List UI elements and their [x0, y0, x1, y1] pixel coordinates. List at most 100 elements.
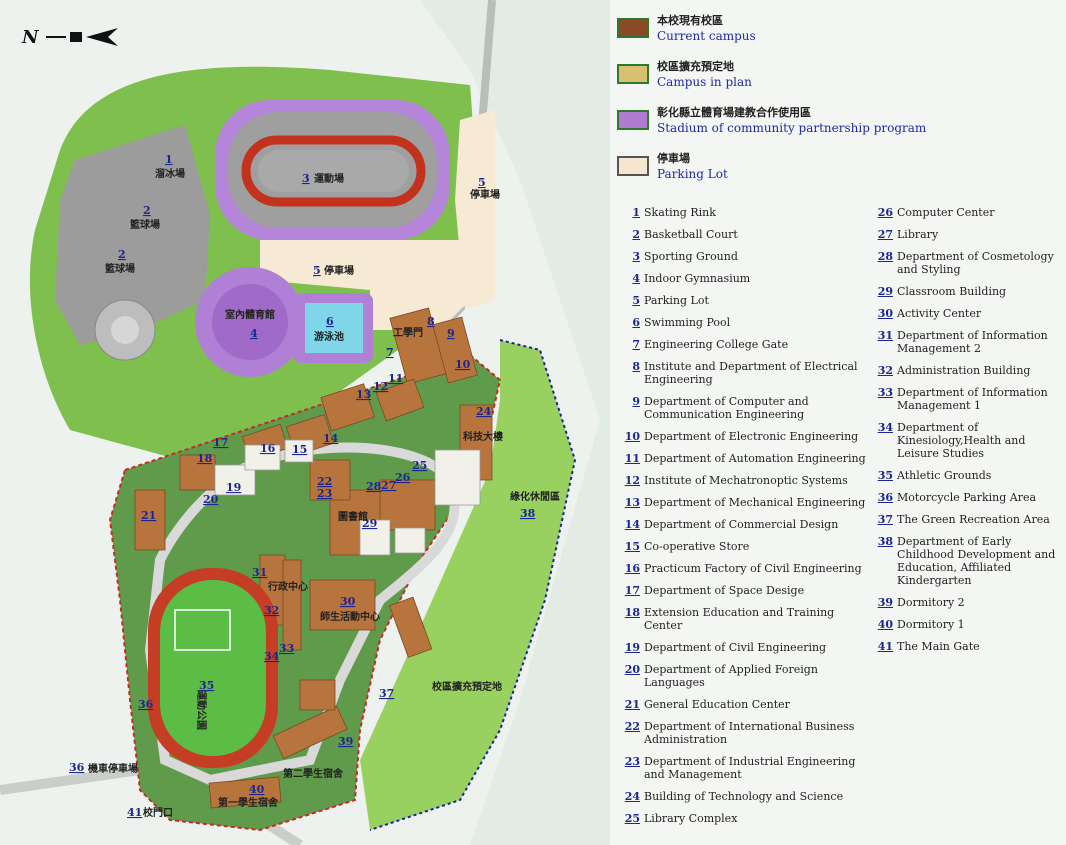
- index-number: 1: [632, 206, 640, 219]
- circular-plaza-inner: [111, 316, 139, 344]
- index-name: Department of Information Management 1: [897, 386, 1048, 412]
- index-number: 41: [877, 640, 893, 653]
- svg-text:3: 3: [302, 172, 310, 185]
- index-number: 19: [624, 641, 640, 654]
- index-number: 2: [632, 228, 640, 241]
- index-number: 14: [624, 518, 640, 531]
- svg-text:7: 7: [386, 346, 394, 359]
- legend-label-en: Campus in plan: [657, 75, 752, 89]
- index-name: Institute and Department of Electrical E…: [644, 360, 858, 386]
- index-number: 39: [877, 596, 893, 609]
- svg-text:籃球場: 籃球場: [104, 262, 135, 275]
- index-name: Skating Rink: [644, 206, 716, 219]
- svg-text:機車停車場: 機車停車場: [88, 762, 138, 775]
- svg-text:29: 29: [362, 517, 377, 530]
- index-name: Department of Space Desige: [644, 584, 805, 597]
- svg-text:停車場: 停車場: [470, 188, 500, 201]
- svg-text:32: 32: [264, 604, 279, 617]
- index-name: Basketball Court: [644, 228, 738, 241]
- svg-text:停車場: 停車場: [324, 264, 354, 277]
- plan-boundary: [369, 339, 577, 831]
- svg-text:師生活動中心: 師生活動中心: [320, 610, 380, 623]
- index-number: 29: [877, 285, 893, 298]
- campus-in-plan-area: [360, 340, 575, 830]
- map-zh-labels: 溜冰場 籃球場 籃球場 運動場 室內體育館 游泳池 停車場 停車場 運動公園 行…: [88, 167, 560, 819]
- index-name: Library Complex: [644, 812, 738, 825]
- svg-text:16: 16: [260, 442, 276, 455]
- legend-label-en: Current campus: [657, 29, 756, 43]
- index-name: Practicum Factory of Civil Engineering: [644, 562, 862, 575]
- svg-text:6: 6: [326, 315, 334, 328]
- east-terrain: [420, 0, 610, 845]
- index-number: 17: [624, 584, 640, 597]
- index-entry: 6 Swimming Pool: [624, 316, 869, 329]
- index-entry: 12 Institute of Mechatronoptic Systems: [624, 474, 869, 487]
- index-name: Institute of Mechatronoptic Systems: [644, 474, 848, 487]
- index-name: Swimming Pool: [644, 316, 731, 329]
- index-number: 21: [624, 698, 640, 711]
- index-name: Department of Early Childhood Developmen…: [897, 535, 1056, 587]
- legend-swatch: [617, 110, 649, 130]
- index-name: Classroom Building: [897, 285, 1007, 298]
- index-number: 12: [624, 474, 640, 487]
- index-entry: 16 Practicum Factory of Civil Engineering: [624, 562, 869, 575]
- svg-text:20: 20: [203, 493, 219, 506]
- index-name: Building of Technology and Science: [644, 790, 844, 803]
- field-court: [174, 609, 231, 651]
- svg-text:36: 36: [69, 761, 85, 774]
- index-number: 3: [632, 250, 640, 263]
- courts-area: [55, 125, 210, 345]
- svg-text:28: 28: [366, 480, 382, 493]
- svg-text:33: 33: [279, 642, 294, 655]
- svg-text:31: 31: [252, 566, 267, 579]
- index-name: Extension Education and Training Center: [644, 606, 835, 632]
- index-number: 6: [632, 316, 640, 329]
- svg-text:22: 22: [317, 475, 332, 488]
- svg-text:41: 41: [127, 806, 142, 819]
- svg-text:第一學生宿舍: 第一學生宿舍: [218, 796, 279, 809]
- index-number: 4: [632, 272, 640, 285]
- svg-text:24: 24: [476, 405, 492, 418]
- map-markers: 1 2 2 3 4 5 5 6 7 8 9 10 11 12 13 14 15 …: [69, 153, 536, 819]
- index-entry: 17 Department of Space Desige: [624, 584, 869, 597]
- svg-text:23: 23: [317, 487, 332, 500]
- index-number: 5: [632, 294, 640, 307]
- index-number: 15: [624, 540, 640, 553]
- svg-text:26: 26: [395, 471, 411, 484]
- index-number: 31: [877, 329, 893, 342]
- gym-inner: [212, 284, 288, 360]
- svg-text:游泳池: 游泳池: [314, 330, 344, 343]
- index-number: 27: [877, 228, 893, 241]
- index-name: Department of Computer and Communication…: [644, 395, 809, 421]
- index-number: 9: [632, 395, 640, 408]
- index-number: 40: [877, 618, 893, 631]
- svg-text:5: 5: [313, 264, 321, 277]
- svg-text:14: 14: [323, 432, 339, 445]
- svg-text:38: 38: [520, 507, 536, 520]
- index-name: Dormitory 2: [897, 596, 965, 609]
- index-name: Department of Electronic Engineering: [644, 430, 859, 443]
- svg-text:37: 37: [379, 687, 394, 700]
- svg-text:17: 17: [213, 436, 228, 449]
- svg-text:運動公園: 運動公園: [195, 690, 208, 730]
- index-number: 33: [877, 386, 893, 399]
- svg-text:25: 25: [412, 459, 427, 472]
- index-number: 32: [877, 364, 893, 377]
- svg-text:15: 15: [292, 443, 307, 456]
- index-entry: 1 Skating Rink: [624, 206, 869, 219]
- legend-label-en: Parking Lot: [657, 167, 728, 181]
- svg-text:溜冰場: 溜冰場: [155, 167, 185, 180]
- index-number: 16: [624, 562, 640, 575]
